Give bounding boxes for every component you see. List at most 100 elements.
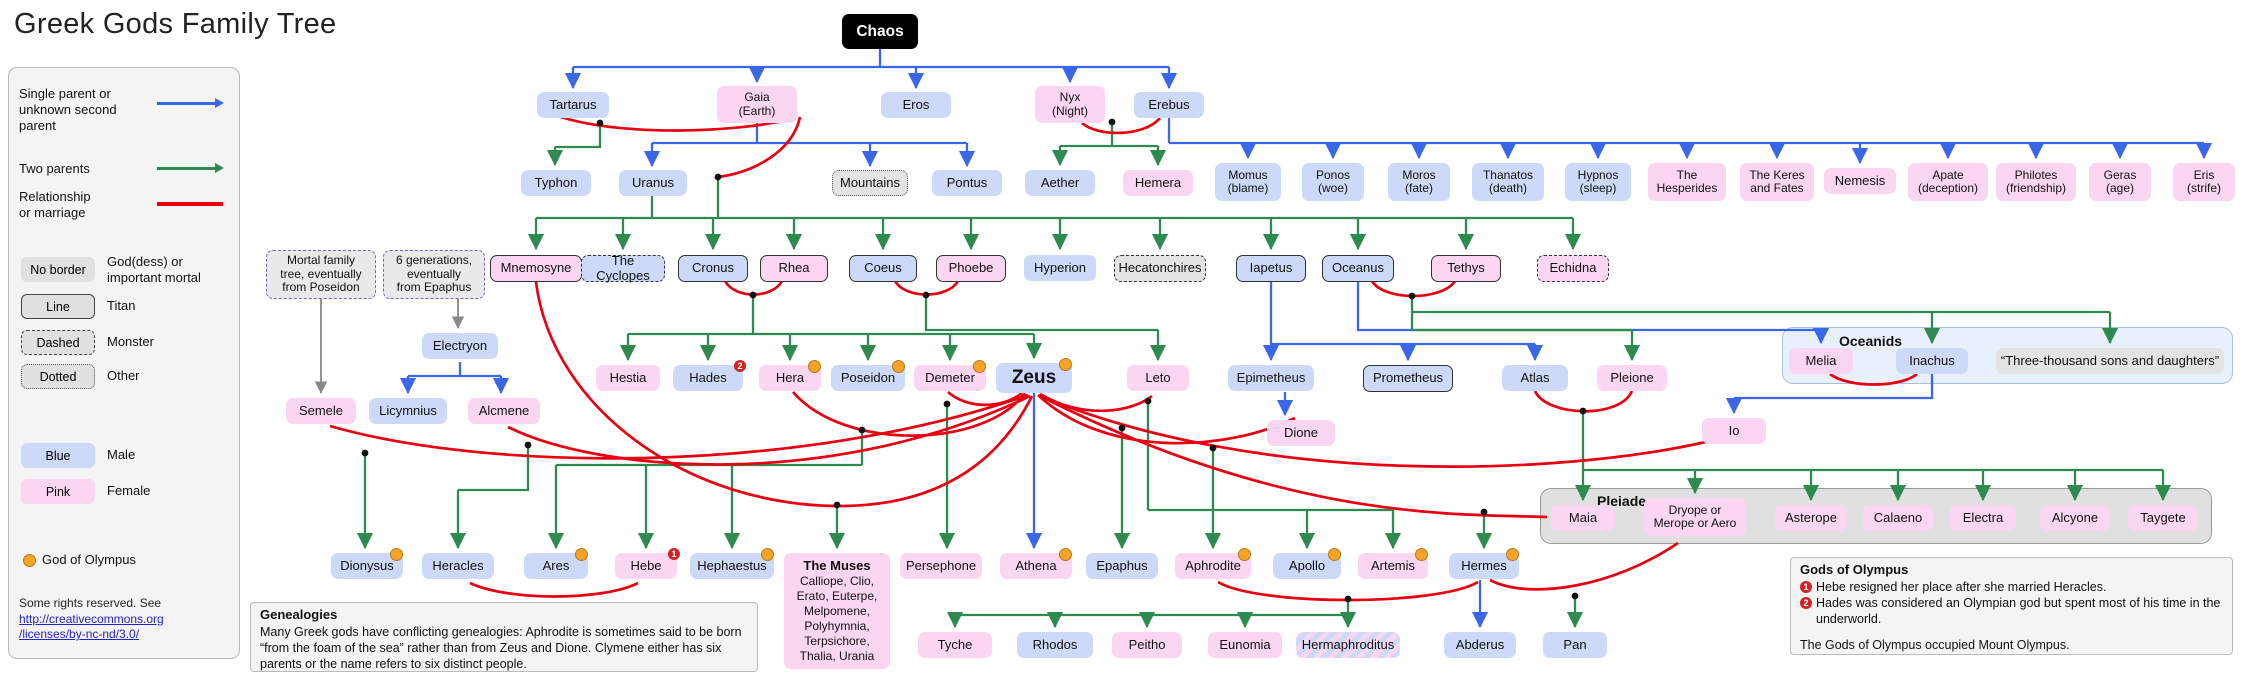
node-label: Rhodos (1032, 636, 1078, 652)
node-mortal-note: Mortal family tree, eventually from Pose… (266, 250, 376, 299)
node-label: Chaos (856, 22, 904, 40)
node-io: Io (1702, 418, 1766, 444)
node-hera: Hera (759, 360, 821, 391)
node-label: Phoebe (948, 260, 994, 276)
node-moros: Moros (fate) (1388, 163, 1450, 201)
node-label: Electra (1962, 509, 2004, 525)
node-leto: Leto (1127, 365, 1189, 391)
node-hermaphroditus: Hermaphroditus (1296, 632, 1400, 658)
legend-female-sample: Pink (21, 479, 95, 504)
node-label: Oceanus (1331, 260, 1385, 276)
edge-relationship (507, 394, 1031, 466)
olympus-dot-icon (892, 360, 905, 373)
olympus-dot-icon (390, 548, 403, 561)
license-link-2[interactable]: /licenses/by-nc-nd/3.0/ (19, 627, 140, 642)
node-label: Thanatos (death) (1482, 167, 1534, 195)
node-label: Eris (strife) (2187, 167, 2221, 195)
olympus-note-item: 2 Hades was considered an Olympian god b… (1800, 595, 2223, 627)
edge-relationship (1829, 372, 1918, 386)
node-label: Erebus (1148, 96, 1190, 112)
olympus-dot-icon (1059, 358, 1072, 371)
node-phoebe: Phoebe (936, 255, 1006, 282)
node-label: Tyche (937, 636, 973, 652)
node-hecatonchires: Hecatonchires (1114, 255, 1206, 282)
union-dot (749, 291, 757, 299)
node-label: Persephone (905, 557, 977, 573)
edge-two-parents (924, 295, 1158, 332)
node-label: Echidna (1549, 260, 1597, 276)
node-heracles: Heracles (422, 553, 494, 579)
legend-relationship-label: Relationship or marriage (19, 189, 91, 220)
union-dot (714, 173, 722, 181)
node-label: Leto (1145, 369, 1171, 385)
node-label: Tethys (1447, 260, 1485, 276)
node-label: Inachus (1909, 352, 1955, 368)
union-dot (1209, 444, 1217, 452)
olympus-note-footer: The Gods of Olympus occupied Mount Olymp… (1800, 637, 2070, 652)
node-label: Abderus (1455, 636, 1505, 652)
node-label: Hermes (1461, 557, 1507, 573)
node-demeter: Demeter (914, 360, 986, 391)
edge-relationship (1041, 395, 1548, 519)
node-pontus: Pontus (932, 170, 1002, 196)
node-alcyone: Alcyone (2040, 505, 2110, 531)
node-tartarus: Tartarus (537, 92, 609, 118)
license-note: Some rights reserved. See http://creativ… (19, 596, 164, 643)
olympus-dot-icon (761, 548, 774, 561)
edge-relationship (791, 391, 1027, 437)
node-label: Calaeno (1873, 509, 1923, 525)
footnote-badge: 1 (668, 548, 680, 560)
union-dot (1480, 508, 1488, 516)
legend-dotted-sample: Dotted (21, 364, 95, 389)
edge-two-parents (1410, 312, 1632, 332)
node-label: Hypnos (sleep) (1577, 167, 1619, 195)
node-licymnius: Licymnius (369, 398, 447, 424)
node-label: Mnemosyne (500, 260, 572, 276)
node-label: Eunomia (1219, 636, 1271, 652)
node-label: Hyperion (1033, 259, 1087, 275)
union-dot (1118, 424, 1126, 432)
node-artemis: Artemis (1358, 548, 1428, 579)
page-title: Greek Gods Family Tree (14, 8, 337, 40)
node-label: Asterope (1784, 509, 1838, 525)
node-nyx: Nyx (Night) (1035, 86, 1105, 123)
license-link-1[interactable]: http://creativecommons.org (19, 611, 164, 626)
node-label: Aether (1040, 174, 1080, 190)
node-label: Aphrodite (1185, 557, 1241, 573)
node-zeus: Zeus (996, 358, 1072, 393)
node-label: The Muses (803, 557, 871, 573)
olympus-dot-icon (23, 554, 36, 567)
legend-panel: Single parent or unknown second parent T… (8, 67, 240, 659)
node-geras: Geras (age) (2089, 163, 2151, 201)
olympus-dot-icon (1059, 548, 1072, 561)
node-label: Alcmene (478, 402, 530, 418)
node-erebus: Erebus (1134, 92, 1204, 118)
node-mountains: Mountains (832, 170, 908, 196)
node-rhodos: Rhodos (1017, 632, 1093, 658)
node-label: Mortal family tree, eventually from Pose… (280, 253, 362, 295)
node-label: Athena (1015, 557, 1057, 573)
node-label: Io (1728, 422, 1740, 438)
node-prometheus: Prometheus (1363, 365, 1453, 392)
node-alcmene: Alcmene (468, 398, 540, 424)
node-coeus: Coeus (849, 255, 917, 282)
olympus-note-item-text: Hades was considered an Olympian god but… (1816, 595, 2221, 626)
edge-relationship (717, 116, 802, 179)
node-apollo: Apollo (1273, 548, 1341, 579)
node-label: Mountains (840, 174, 900, 190)
node-athena: Athena (1000, 548, 1072, 579)
node-label: Momus (blame) (1227, 167, 1269, 195)
legend-olympus-label: God of Olympus (42, 552, 136, 567)
olympus-dot-icon (1506, 548, 1519, 561)
node-label: The Keres and Fates (1749, 167, 1805, 195)
olympus-dot-icon (808, 360, 821, 373)
node-label: Rhea (778, 260, 810, 276)
node-tyche: Tyche (918, 632, 992, 658)
edge-two-parents (555, 123, 602, 149)
genealogies-body: Many Greek gods have conflicting genealo… (260, 624, 742, 671)
node-label: 6 generations, eventually from Epaphus (395, 253, 473, 295)
node-eris: Eris (strife) (2173, 163, 2235, 201)
